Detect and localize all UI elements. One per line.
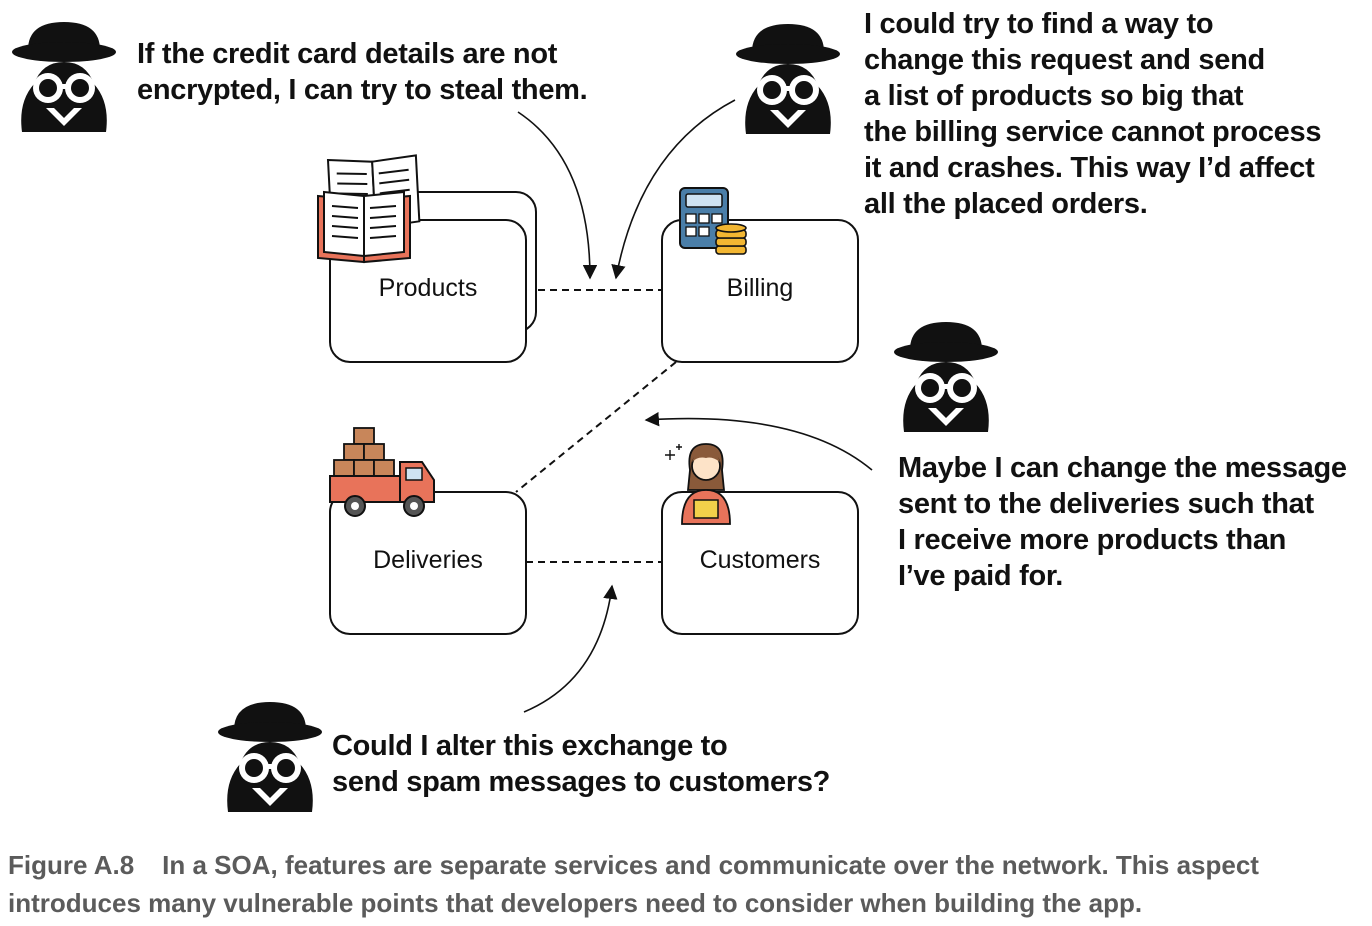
quote-line: change this request and send [864, 44, 1265, 76]
figure-number: Figure A.8 [8, 850, 135, 880]
quote-line: I could try to find a way to [864, 8, 1214, 40]
delivery-truck-icon [329, 427, 435, 517]
caption-line-1: Figure A.8 In a SOA, features are separat… [8, 846, 1259, 884]
customers-service-box [661, 491, 859, 635]
quote-line: I receive more products than [898, 524, 1287, 556]
quote-line: all the placed orders. [864, 188, 1148, 220]
attack-arrow-2 [611, 99, 736, 280]
quote-line: it and crashes. This way I’d affect [864, 152, 1315, 184]
figure-caption: Figure A.8 In a SOA, features are separat… [8, 846, 1259, 922]
quote-line: I’ve paid for. [898, 560, 1064, 592]
customers-service-label: Customers [699, 546, 821, 574]
quote-line: If the credit card details are not [137, 38, 558, 70]
spy-hacker-icon [218, 702, 322, 812]
quote-line: the billing service cannot process [864, 116, 1322, 148]
quote-line: Could I alter this exchange to [332, 730, 728, 762]
attack-arrow-4 [523, 584, 618, 713]
attack-arrow-1 [517, 111, 598, 280]
calculator-coins-icon [679, 187, 747, 255]
attacker-quote-2: I could try to find a way to change this… [864, 6, 1321, 222]
quote-line: sent to the deliveries such that [898, 488, 1314, 520]
deliveries-service-label: Deliveries [373, 546, 483, 574]
quote-line: send spam messages to customers? [332, 766, 831, 798]
attacker-quote-1: If the credit card details are not encry… [137, 36, 588, 108]
billing-deliveries-link [515, 361, 677, 493]
customer-woman-icon [665, 443, 731, 525]
open-book-icon [317, 154, 421, 264]
quote-line: Maybe I can change the message [898, 452, 1347, 484]
billing-service-label: Billing [726, 274, 794, 302]
attack-arrow-3 [644, 411, 873, 471]
billing-service-box [661, 219, 859, 363]
quote-line: encrypted, I can try to steal them. [137, 74, 588, 106]
attacker-quote-3: Maybe I can change the message sent to t… [898, 450, 1347, 594]
caption-text-1: In a SOA, features are separate services… [162, 850, 1259, 880]
quote-line: a list of products so big that [864, 80, 1244, 112]
spy-hacker-icon [736, 24, 840, 134]
spy-hacker-icon [12, 22, 116, 132]
attacker-quote-4: Could I alter this exchange to send spam… [332, 728, 830, 800]
spy-hacker-icon [894, 322, 998, 432]
caption-text-2: introduces many vulnerable points that d… [8, 888, 1143, 918]
products-service-label: Products [378, 274, 478, 302]
